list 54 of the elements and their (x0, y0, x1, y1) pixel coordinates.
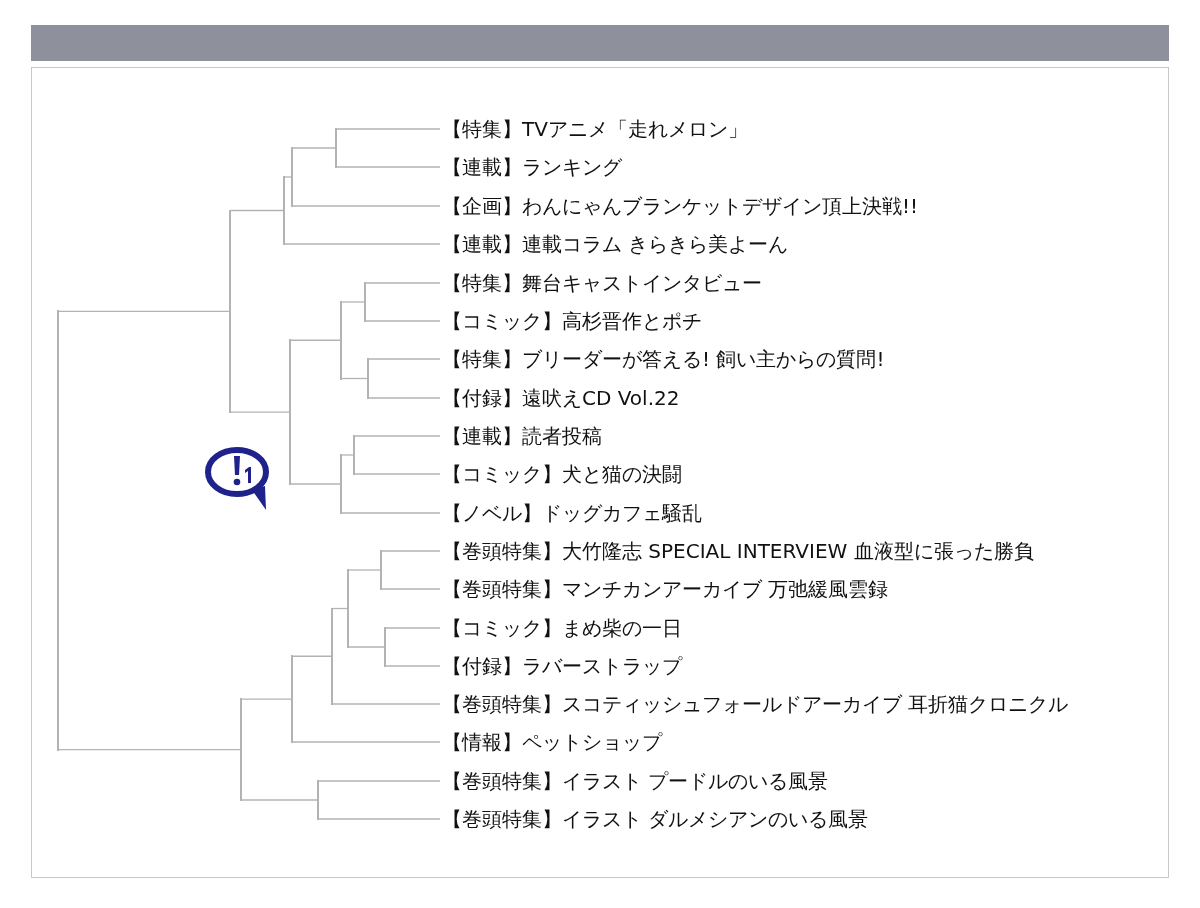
branch-line (332, 703, 441, 705)
branch-line (336, 128, 441, 130)
branch-line (348, 569, 381, 571)
branch-line (230, 411, 290, 413)
item-label: 【コミック】高杉晋作とポチ (442, 308, 702, 334)
item-label: 【連載】読者投稿 (442, 423, 602, 449)
branch-line (336, 166, 441, 168)
branch-line (365, 282, 441, 284)
item-label: 【コミック】まめ柴の一日 (442, 615, 682, 641)
branch-line (318, 818, 441, 820)
branch-line (292, 741, 441, 743)
branch-line (241, 799, 318, 801)
branch-line (348, 646, 385, 648)
branch-line (292, 147, 336, 149)
item-label: 【企画】わんにゃんブランケットデザイン頂上決戦!! (442, 193, 919, 219)
branch-line (284, 243, 441, 245)
branch-line (385, 627, 441, 629)
item-label: 【巻頭特集】大竹隆志 SPECIAL INTERVIEW 血液型に張った勝負 (442, 538, 1034, 564)
branch-line (368, 358, 441, 360)
branch-line (354, 435, 441, 437)
item-label: 【連載】連載コラム きらきら美よーん (442, 231, 789, 257)
branch-line (241, 698, 292, 700)
branch-line (292, 205, 441, 207)
branch-line (365, 320, 441, 322)
item-label: 【付録】ラバーストラップ (442, 653, 682, 679)
branch-line (385, 665, 441, 667)
branch-line (368, 397, 441, 399)
item-label: 【特集】TVアニメ「走れメロン」 (442, 116, 748, 142)
item-label: 【付録】遠吠えCD Vol.22 (442, 385, 680, 411)
branch-line (341, 454, 354, 456)
branch-line (292, 655, 332, 657)
branch-line (381, 550, 441, 552)
item-label: 【特集】ブリーダーが答える! 飼い主からの質問! (442, 346, 885, 372)
item-label: 【巻頭特集】スコティッシュフォールドアーカイブ 耳折猫クロニクル (442, 691, 1069, 717)
branch-line (284, 176, 292, 178)
item-label: 【情報】ペットショップ (442, 729, 662, 755)
item-label: 【コミック】犬と猫の決闘 (442, 461, 682, 487)
branch-line (58, 310, 230, 312)
branch-line (318, 780, 441, 782)
branch-line (341, 512, 441, 514)
item-label: 【巻頭特集】マンチカンアーカイブ 万弛緩風雲録 (442, 576, 889, 602)
branch-line (290, 339, 341, 341)
item-label: 【連載】ランキング (442, 154, 622, 180)
branch-line (341, 301, 365, 303)
branch-line (58, 748, 241, 751)
branch-line (290, 483, 341, 485)
branch-line (381, 588, 441, 590)
branch-line (341, 377, 368, 380)
item-label: 【特集】舞台キャストインタビュー (442, 270, 762, 296)
branch-line (354, 473, 441, 475)
branch-line (230, 209, 284, 212)
item-label: 【巻頭特集】イラスト ダルメシアンのいる風景 (442, 806, 869, 832)
item-label: 【ノベル】ドッグカフェ騒乱 (442, 500, 702, 526)
item-label: 【巻頭特集】イラスト プードルのいる風景 (442, 768, 829, 794)
